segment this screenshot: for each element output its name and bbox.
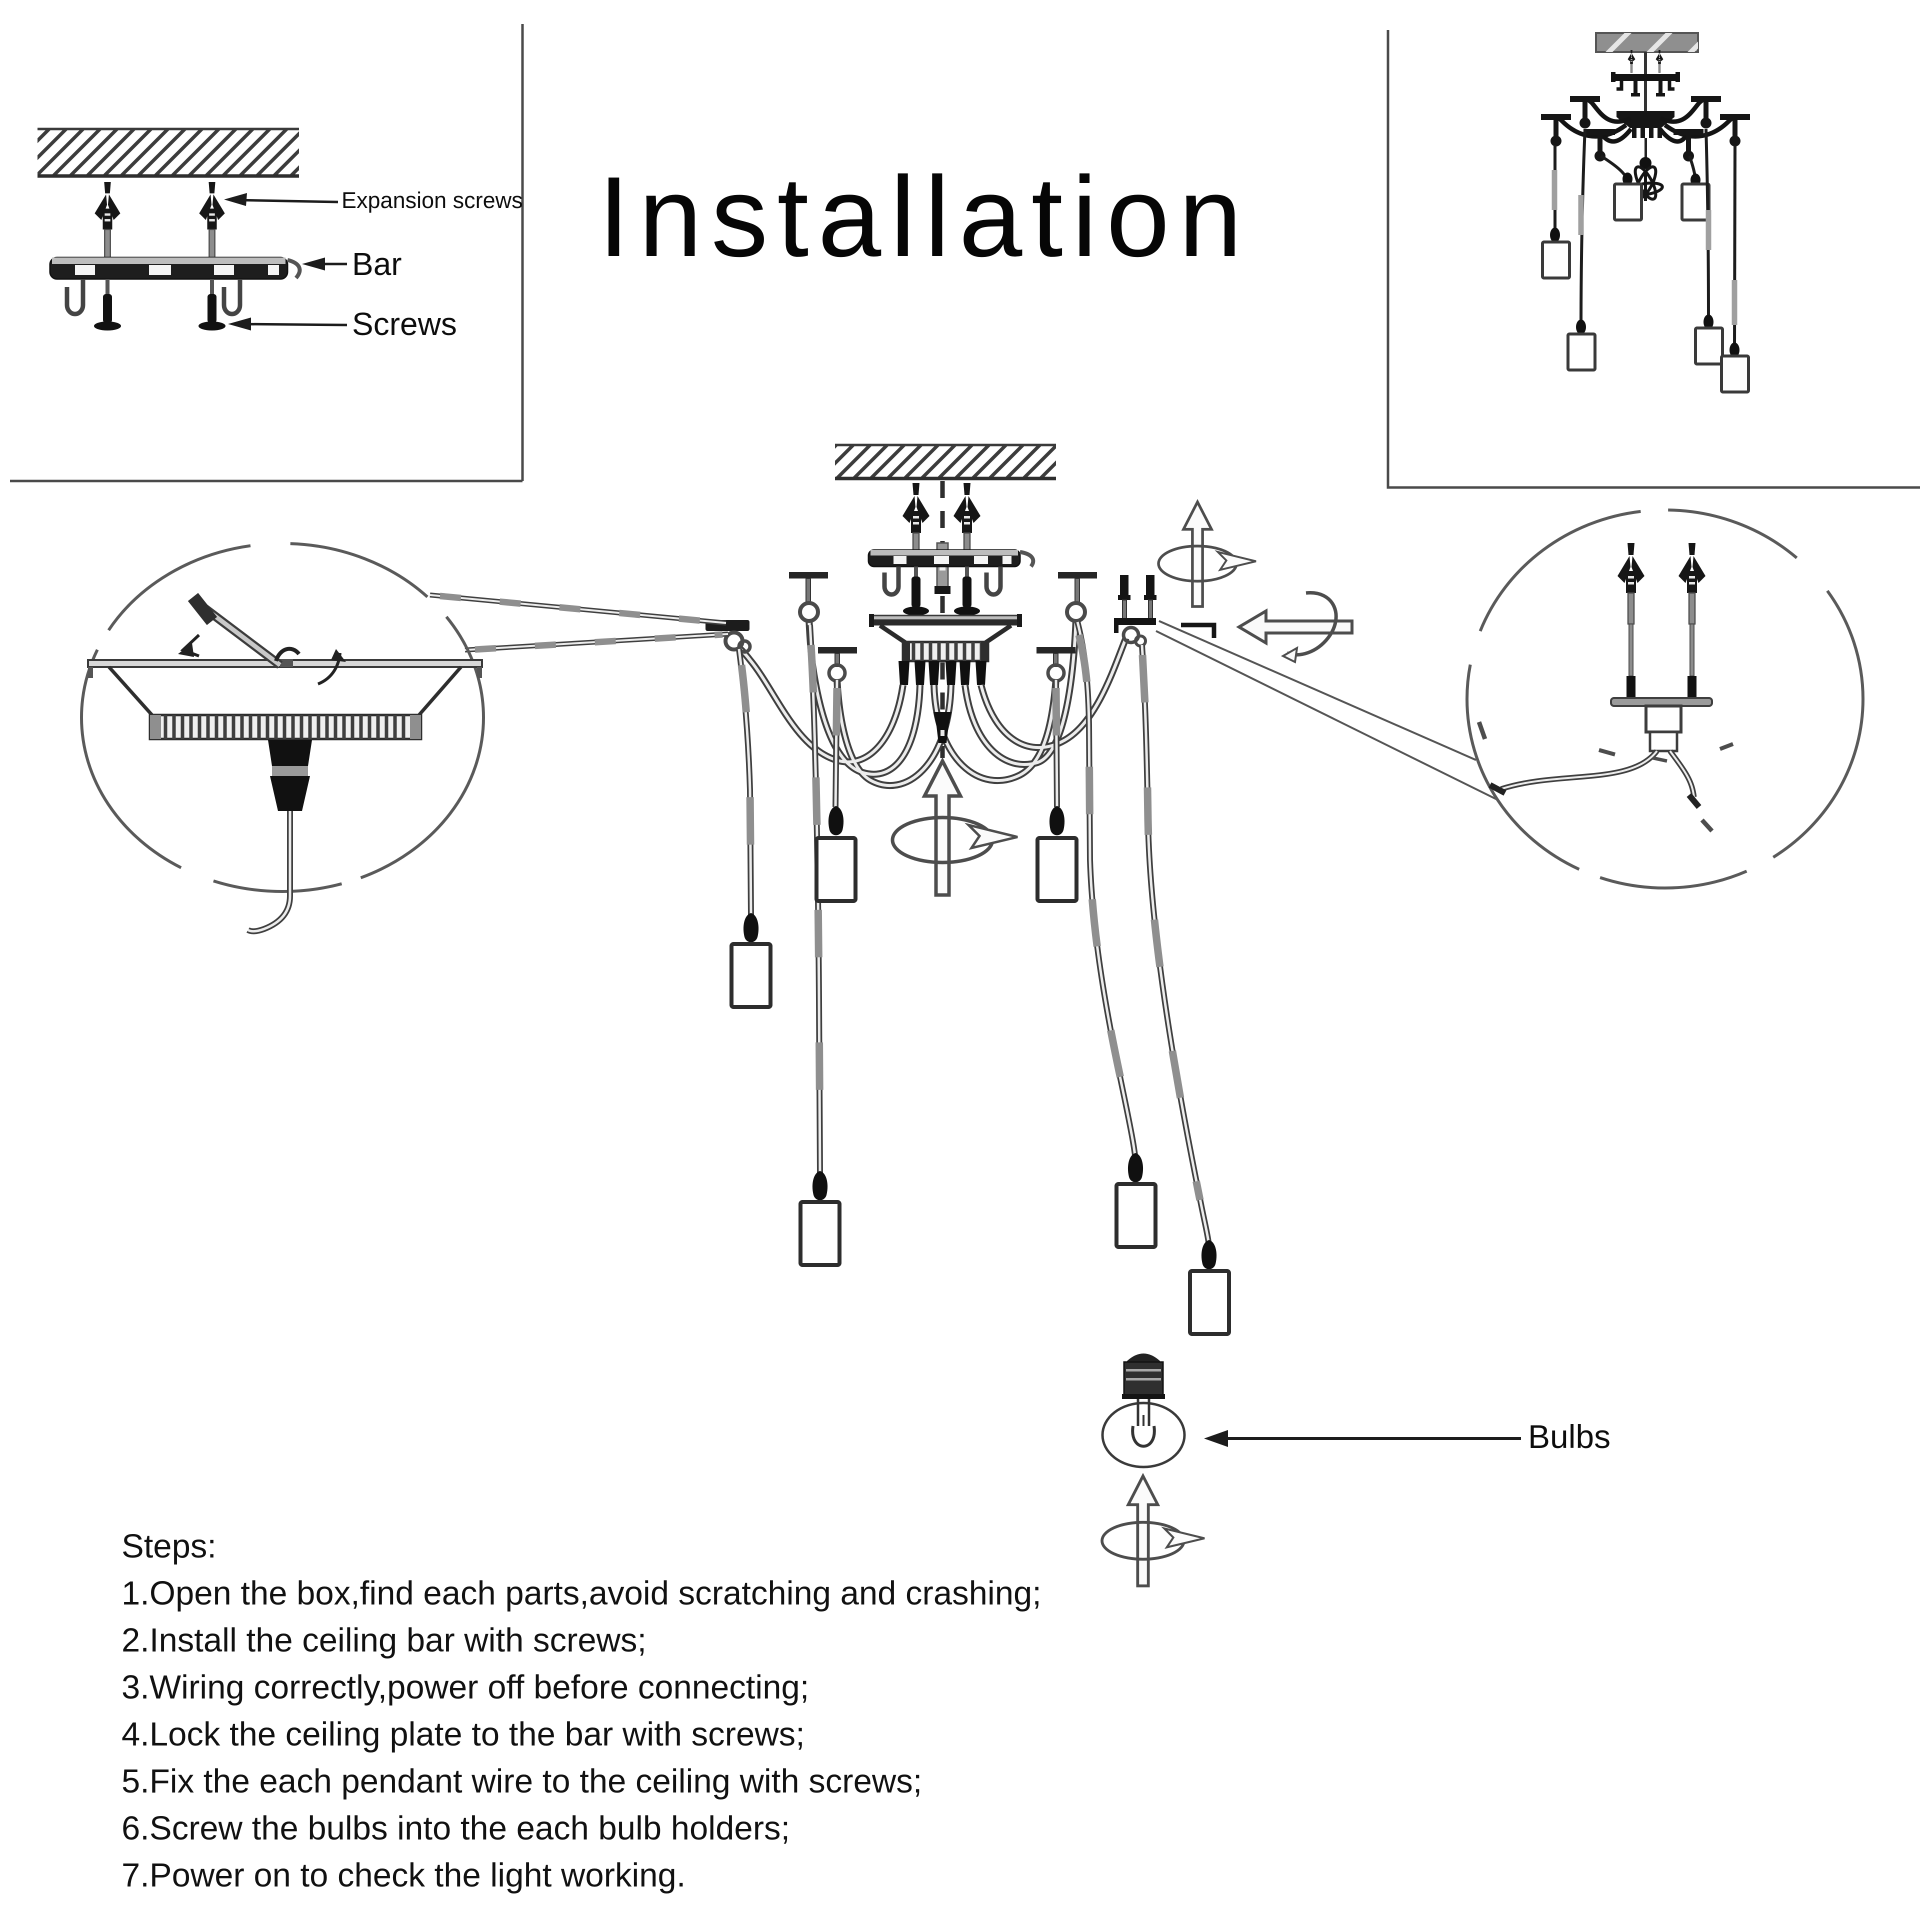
step-item: 4.Lock the ceiling plate to the bar with… — [122, 1716, 805, 1753]
center-rod — [1644, 52, 1647, 113]
expansion-screw-icon — [1616, 542, 1646, 625]
cord-detail — [246, 811, 293, 934]
mounting-screw-icon — [954, 566, 980, 616]
ceiling-slab — [1595, 32, 1699, 53]
direction-arrow-icon — [180, 634, 200, 658]
bar-hook — [882, 566, 901, 597]
wire-holder — [1691, 96, 1721, 128]
ceiling-hatch — [38, 128, 299, 178]
right-detail-circle — [1466, 508, 1864, 890]
bar-arrow — [302, 258, 347, 270]
wire-holder — [1541, 114, 1571, 146]
wire-holder — [1585, 129, 1615, 162]
expansion-screw-icon — [1656, 50, 1664, 73]
pendant-drops — [732, 621, 1229, 1334]
wire-threading-detail — [178, 592, 346, 686]
bulb-icon — [1101, 1354, 1186, 1468]
sketch-ticks — [1476, 721, 1734, 833]
magnifier-leader-lines-right — [1156, 620, 1498, 801]
mounting-screw-icon — [198, 279, 226, 330]
bulb-figure — [1102, 1354, 1521, 1586]
assembled-light-panel — [1386, 30, 1920, 489]
left-detail-circle — [80, 542, 485, 934]
screws-label: Screws — [352, 306, 457, 342]
rotate-screw-in-icon — [1102, 1476, 1204, 1586]
center-rod — [1644, 138, 1647, 158]
bracket-mark — [1181, 622, 1216, 638]
center-ball — [1640, 157, 1652, 169]
magnifier-leader-cords-left — [430, 592, 728, 653]
expansion-screw-icon — [94, 181, 121, 260]
pendant-cords — [1542, 128, 1748, 392]
page-title: Installation — [598, 154, 1252, 280]
bar-hook — [984, 566, 1003, 597]
ceiling-bar — [49, 256, 302, 316]
canopy-plate-detail — [87, 659, 483, 740]
step-item: 2.Install the ceiling bar with screws; — [122, 1622, 647, 1659]
steps-heading: Steps: — [122, 1528, 216, 1565]
steps-section: Steps: 1.Open the box,find each parts,av… — [122, 1523, 1042, 1899]
expansion-screw-icon — [1678, 542, 1706, 625]
screws-arrow — [228, 318, 348, 330]
bulbs-arrow — [1204, 1430, 1521, 1447]
panel-border — [1386, 30, 1920, 489]
expansion-screws-arrow — [224, 193, 338, 206]
step-item: 1.Open the box,find each parts,avoid scr… — [122, 1574, 1042, 1612]
rotate-direction-icon — [1236, 591, 1354, 664]
ceiling-fix-bracket — [1114, 575, 1216, 648]
mini-ceiling-bar — [1611, 72, 1680, 96]
wire-fixing-detail — [1488, 624, 1713, 809]
canopy-cord-nipples — [898, 661, 986, 685]
bar-label: Bar — [352, 246, 402, 282]
cord-grip-detail — [268, 740, 312, 811]
central-installation-diagram — [430, 444, 1498, 1334]
wire-holder — [1570, 96, 1600, 128]
magnifier-circle — [1466, 508, 1864, 890]
ceiling-hatch — [835, 444, 1056, 480]
wire-holder-mid-left — [818, 647, 857, 683]
expansion-screw-icon — [198, 181, 226, 260]
step-item: 7.Power on to check the light working. — [122, 1856, 686, 1894]
rotate-screw-in-icon — [1158, 502, 1256, 606]
magnifier-circle — [80, 542, 485, 893]
mounting-screw-icon — [903, 566, 929, 616]
expansion-screws-label: Expansion screws — [342, 188, 523, 213]
mounting-screw-icon — [94, 279, 121, 330]
ceiling-canopy — [869, 614, 1022, 662]
step-item: 6.Screw the bulbs into the each bulb hol… — [122, 1810, 790, 1847]
wire-holder — [1720, 114, 1750, 146]
bar-hook — [222, 279, 242, 316]
step-item: 3.Wiring correctly,power off before conn… — [122, 1668, 810, 1706]
detail-box-border — [10, 24, 524, 482]
wire-holder-upper-left — [789, 572, 828, 623]
top-left-detail-box — [10, 24, 524, 482]
bulbs-label: Bulbs — [1528, 1418, 1611, 1455]
bar-hook — [64, 279, 86, 316]
expansion-screw-icon — [1628, 50, 1636, 73]
center-cord-grip — [934, 712, 952, 743]
step-item: 5.Fix the each pendant wire to the ceili… — [122, 1762, 922, 1800]
ceiling-bar — [868, 549, 1036, 597]
wire-holder-upper-right — [1058, 572, 1097, 623]
